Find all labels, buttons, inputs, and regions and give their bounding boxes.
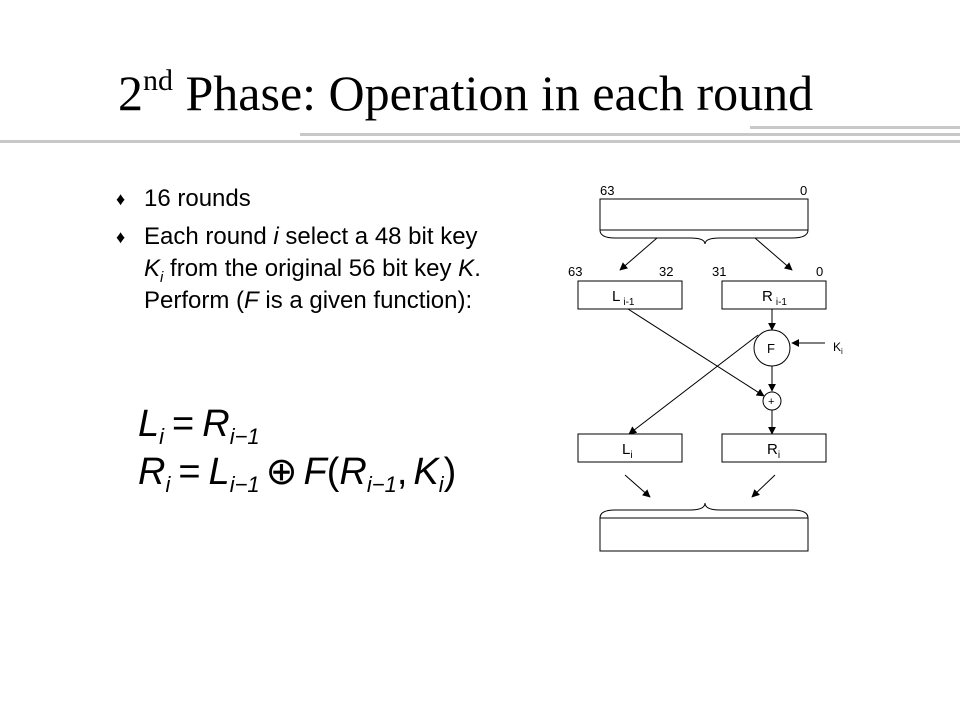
eq1-l: L <box>138 403 159 445</box>
bullet-text: Each round i select a 48 bit key Ki from… <box>144 221 496 317</box>
equation-2: Ri=Li−1⊕F(Ri−1,Ki) <box>138 451 456 497</box>
split-brace <box>599 229 809 245</box>
r-prev-base: R <box>762 288 773 305</box>
bullet-italic-k: K <box>144 255 161 282</box>
bullet-italic-f: F <box>244 287 259 314</box>
round-equations: Li=Ri−1 Ri=Li−1⊕F(Ri−1,Ki) <box>138 403 456 497</box>
l-bit-63: 63 <box>568 264 582 279</box>
r-bit-31: 31 <box>712 264 726 279</box>
title-rule-3 <box>0 140 960 143</box>
merge-arrow-right <box>751 474 776 498</box>
bullet-fragment: is a given function): <box>258 287 473 314</box>
bullet-fragment: from the original 56 bit key <box>163 255 459 282</box>
title-text: Phase: Operation in each round <box>173 65 814 121</box>
eq2-equals: = <box>178 451 200 493</box>
eq2-r2-sub: i−1 <box>367 472 397 497</box>
eq1-l-sub: i <box>159 424 165 449</box>
diamond-bullet-icon: ♦ <box>116 227 126 247</box>
bullet-item: ♦ Each round i select a 48 bit key Ki fr… <box>116 221 496 317</box>
l-new-label: Li <box>622 441 633 461</box>
eq2-r: R <box>138 451 165 493</box>
l-prev-to-xor-arrow <box>627 308 765 397</box>
bullet-item: ♦ 16 rounds <box>116 183 496 215</box>
eq2-l-sub: i−1 <box>230 472 260 497</box>
eq2-r2: R <box>339 451 366 493</box>
title-rule-2 <box>300 133 960 136</box>
bullet-fragment: select a 48 bit key <box>278 223 478 250</box>
r-prev-to-l-new-arrow <box>628 334 759 435</box>
eq1-r-sub: i−1 <box>230 424 260 449</box>
r-prev-box <box>721 280 827 310</box>
bullet-text: 16 rounds <box>144 185 251 212</box>
xor-label: + <box>768 396 774 408</box>
r-bit-0: 0 <box>816 264 823 279</box>
l-prev-base: L <box>612 288 620 305</box>
input-block <box>599 198 809 231</box>
f-label: F <box>767 341 775 356</box>
equation-1: Li =Ri−1 <box>138 403 260 449</box>
l-new-box <box>577 433 683 463</box>
l-prev-sub: i-1 <box>623 297 635 308</box>
k-sub: i <box>841 347 843 356</box>
split-arrow-left <box>619 237 658 271</box>
eq2-l: L <box>209 451 230 493</box>
eq2-f: F <box>304 451 329 493</box>
bullet-subscript-i: i <box>160 268 164 286</box>
eq1-equals: = <box>172 403 194 445</box>
bullet-fragment: Each round <box>144 223 274 250</box>
r-new-base: R <box>767 441 778 458</box>
eq2-xor: ⊕ <box>266 451 298 493</box>
l-new-base: L <box>622 441 630 458</box>
slide-title: 2nd Phase: Operation in each round <box>118 58 918 128</box>
title-ordinal-suffix: nd <box>143 64 173 97</box>
eq2-k-sub: i <box>439 472 445 497</box>
bullet-list: ♦ 16 rounds ♦ Each round i select a 48 b… <box>116 183 496 323</box>
eq2-k: K <box>413 451 440 493</box>
eq2-open-paren: ( <box>327 451 340 493</box>
split-arrow-right <box>754 237 793 271</box>
bullet-italic-k: K <box>458 255 475 282</box>
k-base: K <box>833 340 841 354</box>
merge-arrow-left <box>624 474 651 498</box>
r-new-box <box>721 433 827 463</box>
k-label: Ki <box>833 340 843 356</box>
eq2-close-paren: ) <box>444 451 457 493</box>
output-block <box>599 517 809 552</box>
eq1-r: R <box>202 403 229 445</box>
diamond-bullet-icon: ♦ <box>116 189 126 209</box>
top-bit-63: 63 <box>600 183 614 198</box>
r-new-label: Ri <box>767 441 780 461</box>
l-bit-32: 32 <box>659 264 673 279</box>
title-number: 2 <box>118 65 143 121</box>
r-prev-sub: i-1 <box>776 297 788 308</box>
r-new-sub: i <box>778 450 780 461</box>
bullet-fragment: . Perform ( <box>144 255 481 314</box>
l-prev-box <box>577 280 683 310</box>
top-bit-0: 0 <box>800 183 807 198</box>
bullet-italic-i: i <box>273 223 279 250</box>
merge-brace <box>599 502 809 519</box>
eq2-r-sub: i <box>165 472 171 497</box>
eq2-comma: , <box>397 451 408 493</box>
l-new-sub: i <box>630 450 632 461</box>
title-rule-1 <box>750 126 960 129</box>
